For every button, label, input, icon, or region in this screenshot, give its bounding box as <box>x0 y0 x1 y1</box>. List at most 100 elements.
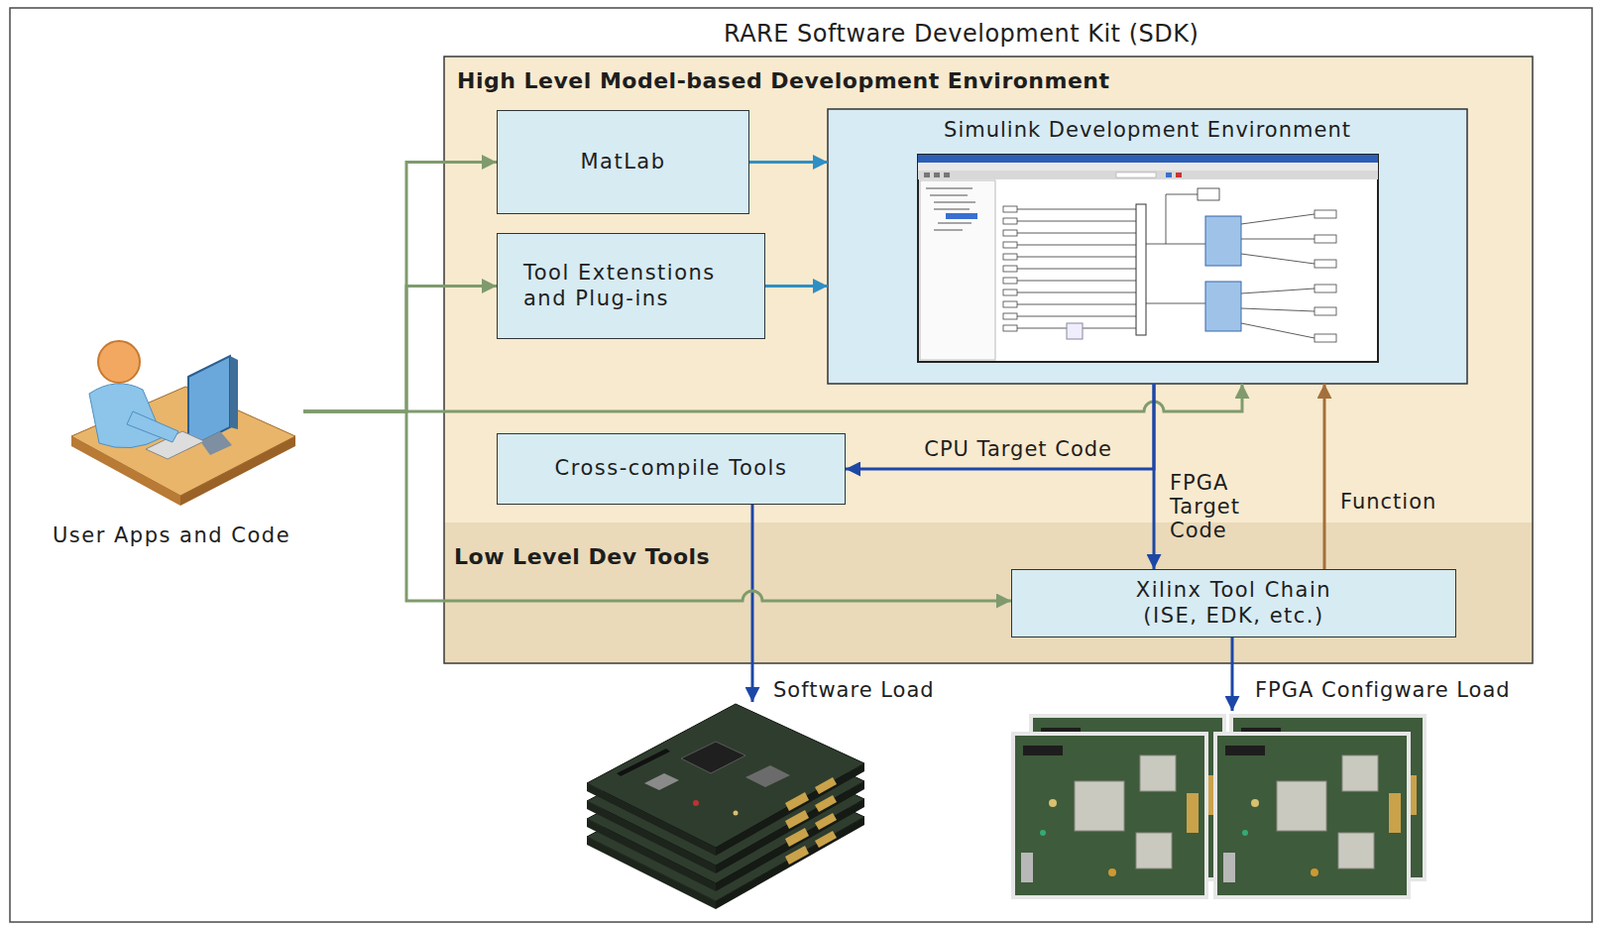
flow-arrow <box>1323 383 1327 570</box>
simulink-screenshot <box>1145 303 1206 305</box>
simulink-screenshot <box>917 154 1378 362</box>
process-box: MatLab <box>496 110 750 215</box>
simulink-screenshot <box>1205 216 1242 266</box>
flow-arrow <box>765 284 828 288</box>
simulink-screenshot <box>1017 316 1137 318</box>
simulink-screenshot <box>933 172 940 178</box>
simulink-screenshot <box>943 172 950 178</box>
simulink-screenshot <box>1241 238 1315 240</box>
simulink-screenshot <box>1205 281 1242 332</box>
simulink-screenshot <box>1241 323 1315 339</box>
simulink-screenshot <box>1314 284 1337 293</box>
simulink-screenshot <box>1066 323 1083 340</box>
simulink-screenshot <box>1017 280 1137 282</box>
simulink-screenshot <box>1314 259 1337 268</box>
simulink-screenshot <box>1197 188 1220 201</box>
simulink-screenshot <box>1017 209 1137 211</box>
simulink-screenshot <box>1003 241 1018 248</box>
simulink-screenshot <box>1017 256 1137 258</box>
heading-text: Simulink Development Environment <box>827 117 1468 143</box>
simulink-screenshot <box>1116 172 1156 178</box>
user-icon <box>89 383 163 449</box>
simulink-screenshot <box>1003 325 1018 332</box>
flow-arrow <box>303 162 497 413</box>
box-label: Xilinx Tool Chain (ISE, EDK, etc.) <box>1122 577 1346 628</box>
simulink-screenshot <box>1017 268 1137 270</box>
simulink-panel: Simulink Development Environment <box>827 109 1468 384</box>
heading-text: High Level Model-based Development Envir… <box>457 68 1111 95</box>
box-label: Cross-compile Tools <box>555 456 789 481</box>
sdk-frame: User Apps and Code MatLabTool Extenstions… <box>9 7 1593 922</box>
simulink-screenshot <box>925 188 976 230</box>
load-label: Software Load <box>773 678 935 702</box>
simulink-screenshot <box>917 162 1378 171</box>
simulink-screenshot <box>1017 292 1137 294</box>
simulink-screenshot <box>1017 304 1137 306</box>
load-label: FPGA Configware Load <box>1255 678 1511 702</box>
simulink-screenshot <box>917 170 1378 180</box>
simulink-screenshot <box>929 194 968 197</box>
simulink-screenshot <box>1145 243 1206 245</box>
edge-label: Function <box>1340 489 1437 514</box>
environment-region-ground <box>444 56 1533 523</box>
user-icon <box>229 355 238 430</box>
software-load-arrow <box>751 504 755 702</box>
low-level-band: Xilinx Tool Chain (ISE, EDK, etc.) Low Le… <box>444 522 1533 664</box>
user-actor: User Apps and Code <box>39 332 304 551</box>
simulink-screenshot <box>1003 301 1018 308</box>
simulink-screenshot <box>1241 214 1315 225</box>
flow-arrow <box>303 411 1012 601</box>
simulink-screenshot <box>1003 265 1018 272</box>
cpu-board-stack <box>586 703 865 910</box>
simulink-screenshot <box>1003 206 1018 332</box>
simulink-screenshot <box>1003 229 1018 236</box>
simulink-screenshot <box>925 187 973 190</box>
simulink-screenshot <box>1165 194 1167 244</box>
simulink-screenshot <box>1241 253 1315 264</box>
simulink-screenshot <box>917 154 1378 362</box>
simulink-screenshot <box>1165 172 1172 178</box>
user-icon <box>126 411 179 443</box>
simulink-screenshot <box>1314 210 1337 219</box>
edge-label: CPU Target Code <box>923 437 1113 461</box>
simulink-screenshot <box>937 222 972 225</box>
simulink-screenshot <box>923 172 930 178</box>
simulink-screenshot <box>1003 277 1018 284</box>
simulink-screenshot <box>1003 206 1018 213</box>
simulink-screenshot <box>933 228 963 231</box>
flow-arrow <box>845 383 1154 469</box>
flow-arrow <box>749 160 828 164</box>
low-level-band-ground <box>444 522 1533 664</box>
simulink-screenshot <box>1136 204 1146 336</box>
fpga-board-stack <box>1215 733 1409 898</box>
sdk-frame-ground <box>9 7 1593 922</box>
configware-load-arrow <box>1232 637 1234 711</box>
flow-arrow <box>1152 383 1156 570</box>
simulink-screenshot <box>1003 253 1018 260</box>
heading-text: Low Level Dev Tools <box>454 544 710 571</box>
simulink-screenshot <box>1314 234 1337 243</box>
user-icon <box>200 431 232 456</box>
flow-arrow <box>303 286 497 413</box>
flow-arrow <box>303 383 1243 412</box>
user-icon <box>71 341 296 506</box>
simulink-screenshot <box>919 180 996 360</box>
cpu-board-stack <box>586 703 865 856</box>
software-load-arrow <box>752 504 754 702</box>
process-box: Cross-compile Tools <box>496 433 846 505</box>
simulink-screenshot <box>917 154 1378 163</box>
user-icon <box>188 355 230 449</box>
edge-label: FPGA Target Code <box>1169 470 1264 543</box>
fpga-board-stack <box>1013 715 1425 898</box>
user-icon <box>180 436 296 506</box>
simulink-screenshot <box>1003 289 1018 296</box>
simulink-screenshot <box>1241 308 1315 312</box>
simulink-screenshot <box>1314 210 1337 343</box>
user-icon <box>98 341 140 383</box>
environment-outline <box>444 56 1533 664</box>
process-box: Tool Extenstions and Plug-ins <box>496 232 766 340</box>
simulink-screenshot <box>1017 232 1137 234</box>
simulink-screenshot <box>933 208 970 211</box>
simulink-panel-ground <box>827 109 1468 384</box>
